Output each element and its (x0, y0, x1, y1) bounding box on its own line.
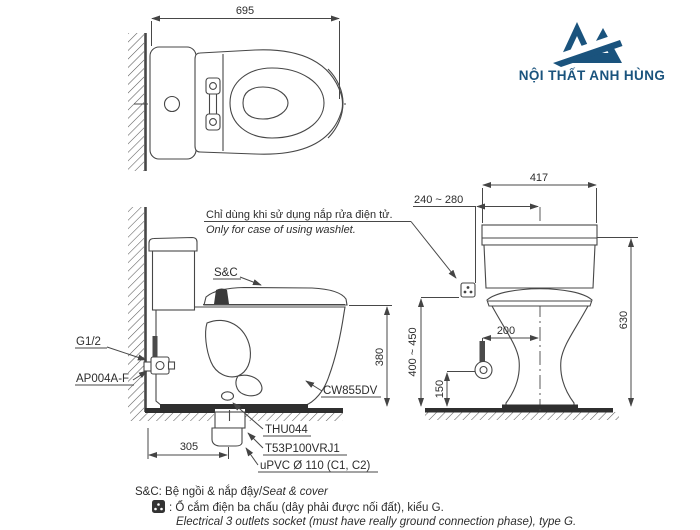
seat-cover-side (203, 286, 348, 306)
outlet-legend-dot-1 (157, 503, 160, 506)
dim-valve-offset-value: 200 (497, 325, 515, 337)
washlet-note-vi: Chỉ dùng khi sử dụng nắp rửa điện tử. (206, 208, 393, 221)
outlet-legend-dot-2 (154, 507, 157, 511)
valve-knob-side (155, 360, 165, 371)
water-surface-plan (242, 86, 289, 120)
floor-slab-side-right (245, 408, 343, 413)
dim-outlet-offset-value: 240 ~ 280 (414, 194, 463, 206)
supply-stem-side (152, 336, 158, 360)
callout-flange: THU044 (265, 424, 308, 436)
dim-trap-distance-value: 305 (180, 441, 198, 453)
valve-knob-front (479, 365, 488, 375)
dim-rim-height-value: 380 (374, 348, 386, 366)
legend-line1-en: Seat & cover (262, 486, 329, 498)
tank-lid-side (148, 236, 198, 252)
dim-overall-length-value: 695 (236, 5, 254, 17)
drain-hole (220, 391, 235, 401)
brand-logo: NỘI THẤT ANH HÙNG (519, 22, 666, 83)
wall-hatch-top-view (128, 33, 144, 171)
dim-overall-length (151, 15, 340, 99)
supply-stem-front (479, 341, 485, 362)
outlet-box (460, 282, 476, 298)
dim-valve-height-value: 150 (434, 380, 446, 398)
dim-total-height-value: 630 (618, 311, 630, 329)
tank-body-front (483, 244, 596, 289)
front-view (425, 207, 619, 420)
front-view-dims (413, 181, 638, 407)
dim-outlet-height-value: 400 ~ 450 (407, 327, 419, 376)
washlet-note-en: Only for case of using washlet. (206, 224, 356, 236)
outlet-dot-2 (463, 290, 467, 294)
outlet-dot-1 (466, 286, 470, 289)
logo-swoosh-cut (549, 33, 622, 64)
valve-body-front (474, 360, 493, 380)
legend-line3-en: Electrical 3 outlets socket (must have r… (176, 516, 576, 528)
legend-line2-vi: : Ổ cắm điện ba chấu (dây phải được nối … (169, 501, 444, 514)
outlet-legend-icon (152, 500, 165, 513)
tank-lid-front (481, 224, 598, 246)
valve-outlet-side (167, 361, 176, 370)
legend-line1-vi: S&C: Bệ ngồi & nắp đậy/ (135, 485, 263, 498)
brand-name: NỘI THẤT ANH HÙNG (519, 68, 666, 83)
callout-seat-cover: S&C (214, 267, 238, 279)
hinge-bolt-bottom-screw (209, 118, 217, 126)
seat-front-arc (486, 288, 593, 307)
tank-button (163, 95, 181, 113)
hinge-bolt-top (205, 77, 221, 95)
floor-hatch-side-left (130, 413, 214, 421)
tank-body-side (151, 250, 196, 311)
outlet-legend-dot-3 (160, 507, 163, 511)
cover-inner-edge-plan (327, 68, 344, 139)
trapway-outlet-curve (235, 374, 263, 397)
callout-stop-valve: AP004A-F (76, 373, 129, 385)
floor-hatch-side-right (245, 413, 343, 421)
base-strip-front (502, 404, 578, 409)
outlet-dot-3 (469, 290, 473, 294)
drain-pipe-lower (211, 427, 243, 447)
washlet-note (204, 221, 457, 279)
floor-slab-front (425, 408, 613, 413)
legend-block: S&C: Bệ ngồi & nắp đậy/ Seat & cover : Ổ… (135, 485, 576, 528)
valve-body-side (150, 356, 170, 375)
wall-hatch-side-view (128, 207, 144, 413)
hinge-side (214, 288, 229, 304)
hinge-bolt-top-screw (209, 82, 217, 90)
side-view-dims (75, 276, 392, 473)
cover-outline-plan (194, 49, 344, 155)
callout-supply-thread: G1/2 (76, 336, 101, 348)
callout-drain-socket: T53P100VRJ1 (265, 443, 340, 455)
callout-model: CW855DV (323, 385, 378, 397)
dim-tank-width-value: 417 (530, 172, 548, 184)
floor-slab-side-left (145, 408, 215, 413)
logo-swoosh (553, 40, 623, 67)
pedestal-right (560, 305, 589, 406)
top-view (128, 33, 350, 171)
toilet-base-strip (160, 404, 308, 409)
pedestal-left (491, 305, 520, 406)
hinge-bolt-bottom (205, 113, 221, 131)
floor-hatch-front (425, 412, 619, 420)
callout-drain-pipe: uPVC Ø 110 (C1, C2) (260, 460, 371, 472)
seat-ring-plan (229, 67, 325, 139)
side-view (128, 207, 348, 447)
